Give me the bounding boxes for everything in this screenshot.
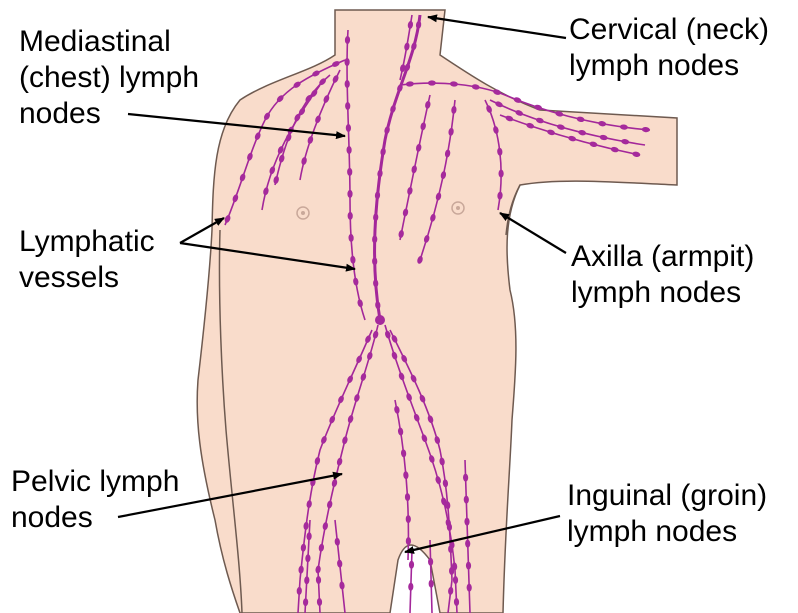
right-nipple-center xyxy=(456,206,460,210)
lymph-node xyxy=(498,170,503,178)
lymph-node xyxy=(344,58,349,66)
label-inguinal: Inguinal (groin) lymph nodes xyxy=(567,478,767,550)
label-pelvic-line2: nodes xyxy=(11,500,179,536)
left-nipple-center xyxy=(301,211,305,215)
label-pelvic-line1: Pelvic lymph xyxy=(11,464,179,500)
label-cervical-line1: Cervical (neck) xyxy=(569,12,769,48)
label-mediastinal-line2: (chest) lymph xyxy=(19,60,199,96)
label-pelvic: Pelvic lymph nodes xyxy=(11,464,179,536)
arrow-cervical xyxy=(428,17,566,38)
label-mediastinal-line3: nodes xyxy=(19,96,199,132)
label-lymphatic-vessels: Lymphatic vessels xyxy=(19,224,155,296)
label-lymphatic-line1: Lymphatic xyxy=(19,224,155,260)
lymph-node xyxy=(408,583,413,591)
arrow-axilla xyxy=(500,213,566,253)
lymph-node xyxy=(428,80,436,85)
label-cervical-line2: lymph nodes xyxy=(569,48,769,84)
cisterna-chyli-node xyxy=(375,315,385,325)
label-axilla: Axilla (armpit) lymph nodes xyxy=(571,239,754,311)
label-inguinal-line1: Inguinal (groin) xyxy=(567,478,767,514)
lymph-node xyxy=(347,190,352,198)
label-inguinal-line2: lymph nodes xyxy=(567,514,767,550)
label-cervical: Cervical (neck) lymph nodes xyxy=(569,12,769,84)
label-mediastinal: Mediastinal (chest) lymph nodes xyxy=(19,24,199,132)
label-axilla-line1: Axilla (armpit) xyxy=(571,239,754,275)
label-mediastinal-line1: Mediastinal xyxy=(19,24,199,60)
lymph-node xyxy=(428,580,433,588)
lymph-node xyxy=(409,561,414,569)
label-axilla-line2: lymph nodes xyxy=(571,275,754,311)
label-lymphatic-line2: vessels xyxy=(19,260,155,296)
